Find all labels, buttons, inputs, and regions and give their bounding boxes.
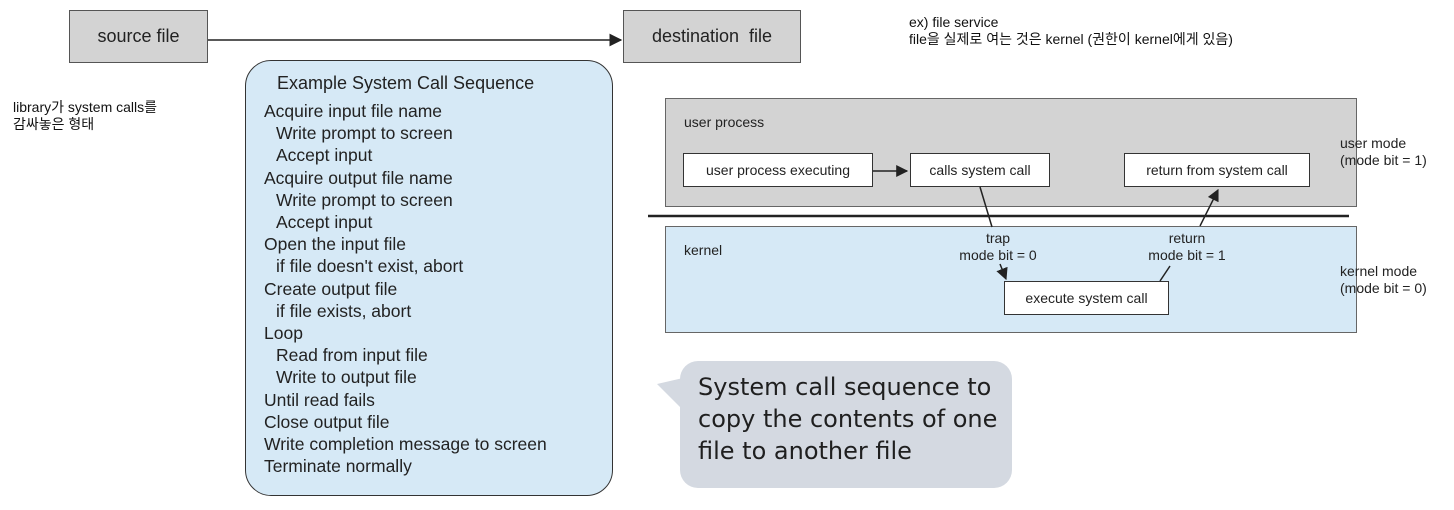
system-call-sequence-panel: Example System Call Sequence Acquire inp…: [245, 60, 613, 496]
sequence-line: Write prompt to screen: [276, 189, 453, 210]
file-service-note-line2: file을 실제로 여는 것은 kernel (권한이 kernel에게 있음): [909, 31, 1233, 47]
source-file-box: source file: [69, 10, 208, 63]
kernel-mode-label-line2: (mode bit = 0): [1340, 280, 1427, 296]
user-process-label: user process: [684, 114, 765, 130]
trap-label-line2: mode bit = 0: [959, 247, 1037, 263]
sequence-line: Accept input: [276, 212, 373, 233]
kernel-label: kernel: [684, 242, 723, 258]
user-mode-label-line2: (mode bit = 1): [1340, 152, 1427, 168]
kernel-region: kernel: [665, 226, 1357, 333]
sequence-line: Loop: [264, 323, 303, 344]
user-mode-label: user mode (mode bit = 1): [1340, 135, 1427, 169]
user-process-region: user process: [665, 98, 1357, 207]
sequence-line: Write prompt to screen: [276, 123, 453, 144]
library-note-line2: 감싸놓은 형태: [13, 116, 95, 132]
return-from-system-call-box: return from system call: [1124, 153, 1310, 187]
execute-system-call-label: execute system call: [1025, 290, 1148, 306]
source-file-label: source file: [97, 26, 180, 46]
caption-line3: file to another file: [698, 437, 912, 465]
sequence-line: Acquire output file name: [264, 167, 453, 188]
user-process-executing-box: user process executing: [683, 153, 873, 187]
sequence-line: Terminate normally: [264, 456, 412, 477]
sequence-line: if file exists, abort: [276, 300, 412, 321]
destination-file-box: destination file: [623, 10, 801, 63]
sequence-line: Create output file: [264, 278, 398, 299]
library-note-line1: library가 system calls를: [13, 99, 158, 115]
caption-bubble-tail: [657, 378, 683, 410]
sequence-list: Acquire input file name Write prompt to …: [264, 100, 612, 477]
return-arrow-head: [1199, 188, 1219, 227]
return-arrow-tail: [1159, 265, 1171, 282]
user-process-executing-label: user process executing: [706, 162, 850, 178]
calls-system-call-box: calls system call: [910, 153, 1050, 187]
trap-arrow: [979, 186, 993, 228]
sequence-line: Write completion message to screen: [264, 434, 547, 455]
calls-system-call-label: calls system call: [929, 162, 1031, 178]
sequence-line: Write to output file: [276, 367, 417, 388]
sequence-line: Accept input: [276, 145, 373, 166]
execute-system-call-box: execute system call: [1004, 281, 1169, 315]
kernel-mode-label: kernel mode (mode bit = 0): [1340, 263, 1427, 297]
sequence-line: Close output file: [264, 411, 390, 432]
trap-arrow-tail: [996, 263, 1008, 281]
sequence-line: Acquire input file name: [264, 101, 443, 121]
sequence-line: Until read fails: [264, 389, 375, 410]
return-label: return mode bit = 1: [1137, 230, 1237, 264]
file-service-note-line1: ex) file service: [909, 14, 999, 30]
sequence-line: Open the input file: [264, 234, 407, 255]
sequence-line: Read from input file: [276, 345, 428, 366]
caption-line2: copy the contents of one: [698, 405, 998, 433]
trap-label-line1: trap: [985, 230, 1011, 246]
return-label-line1: return: [1168, 230, 1206, 246]
return-from-system-call-label: return from system call: [1146, 162, 1288, 178]
library-note: library가 system calls를 감싸놓은 형태: [13, 99, 157, 133]
sequence-line: if file doesn't exist, abort: [276, 256, 464, 277]
kernel-mode-label-line1: kernel mode: [1340, 263, 1418, 279]
user-mode-label-line1: user mode: [1340, 135, 1407, 151]
sequence-title: Example System Call Sequence: [277, 73, 535, 93]
caption-bubble: System call sequence to copy the content…: [680, 361, 1012, 488]
file-service-note: ex) file service file을 실제로 여는 것은 kernel …: [909, 14, 1233, 48]
return-label-line2: mode bit = 1: [1148, 247, 1226, 263]
caption-line1: System call sequence to: [698, 373, 992, 401]
destination-file-label: destination file: [651, 26, 773, 46]
trap-label: trap mode bit = 0: [948, 230, 1048, 264]
